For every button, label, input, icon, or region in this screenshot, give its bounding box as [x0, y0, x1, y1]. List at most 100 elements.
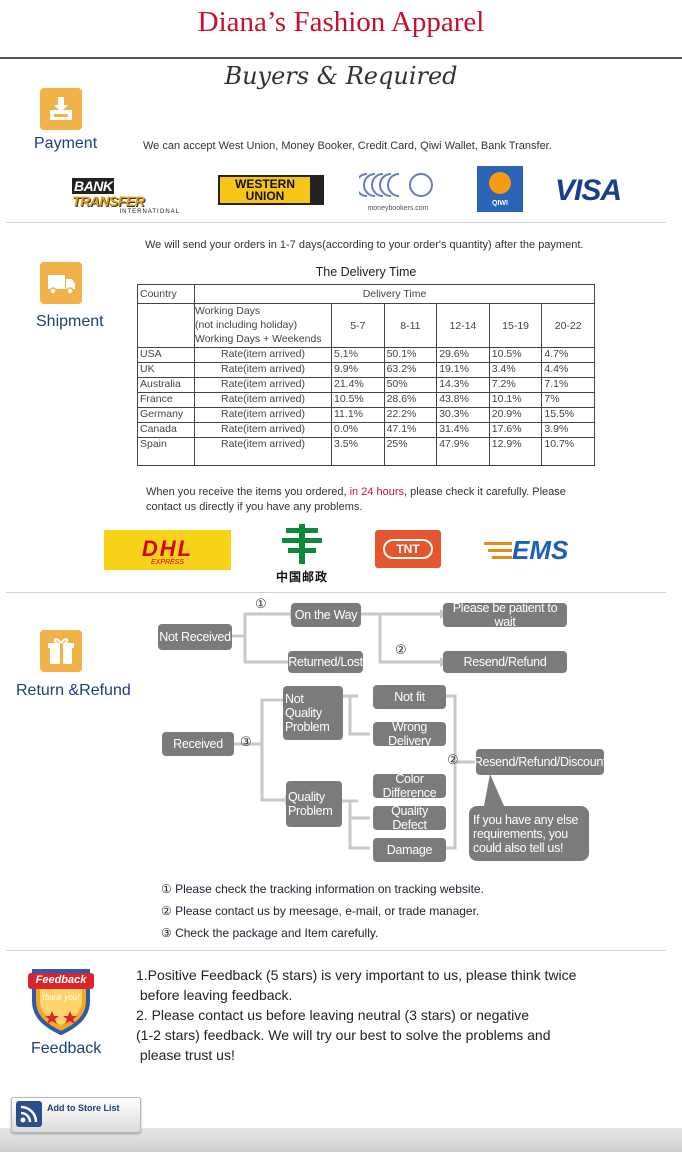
rate-cell: Rate(item arrived)	[194, 407, 332, 423]
note-check-package: ③ Check the package and Item carefully.	[161, 926, 379, 940]
shipment-text: We will send your orders in 1-7 days(acc…	[145, 239, 584, 251]
rate-value-cell: 7.2%	[488, 377, 543, 393]
rate-value-cell: 4.7%	[541, 347, 595, 363]
rate-value-cell: 12.9%	[488, 437, 543, 466]
payment-text: We can accept West Union, Money Booker, …	[143, 140, 552, 152]
rate-cell: Rate(item arrived)	[194, 392, 332, 408]
add-to-store-list-button[interactable]: Add to Store List	[11, 1097, 141, 1133]
rate-cell: Rate(item arrived)	[194, 347, 332, 363]
gift-box-icon	[40, 630, 82, 672]
country-cell: USA	[137, 347, 195, 363]
rate-value-cell: 31.4%	[436, 422, 490, 438]
speech-bubble-tail	[484, 774, 504, 806]
rate-value-cell: 11.1%	[331, 407, 385, 423]
header-divider	[0, 57, 682, 59]
step-2-marker: ②	[395, 642, 407, 657]
country-cell: Canada	[137, 422, 195, 438]
range-cell: 20-22	[541, 303, 595, 348]
rate-value-cell: 10.5%	[488, 347, 543, 363]
dhl-logo: DHL EXPRESS	[104, 530, 231, 570]
china-post-logo: 中国邮政	[264, 522, 340, 588]
rate-value-cell: 28.6%	[383, 392, 438, 408]
range-cell: 5-7	[331, 303, 385, 348]
rate-value-cell: 21.4%	[331, 377, 385, 393]
rate-value-cell: 3.9%	[541, 422, 595, 438]
col-delivery-time: Delivery Time	[194, 284, 595, 304]
step-1-marker: ①	[255, 596, 267, 611]
rate-value-cell: 3.4%	[488, 362, 543, 378]
rate-value-cell: 25%	[383, 437, 438, 466]
tnt-logo: TNT	[375, 530, 441, 568]
note-tracking: ① Please check the tracking information …	[161, 882, 484, 896]
rss-icon	[16, 1101, 42, 1127]
rate-cell: Rate(item arrived)	[194, 362, 332, 378]
else-requirements-bubble: If you have any else requirements, you c…	[469, 806, 589, 861]
resend-refund-box: Resend/Refund	[443, 651, 567, 673]
range-cell: 12-14	[436, 303, 490, 348]
refund-divider	[6, 950, 666, 951]
working-days-cell: Working Days(not including holiday)Worki…	[194, 303, 332, 348]
payment-divider	[6, 222, 666, 223]
delivery-table-title: The Delivery Time	[315, 265, 417, 279]
delivery-table: Country Delivery Time Working Days(not i…	[137, 284, 595, 466]
qiwi-logo: QIWI	[477, 166, 523, 212]
not-fit-box: Not fit	[373, 685, 446, 709]
quality-problem-box: Quality Problem	[286, 781, 342, 827]
rate-value-cell: 5.1%	[331, 347, 385, 363]
resend-refund-discount-box: Resend/Refund/Discount	[474, 749, 606, 775]
wrong-delivery-box: Wrong Delivery	[373, 720, 446, 748]
rate-value-cell: 7%	[541, 392, 595, 408]
not-received-box: Not Received	[158, 624, 232, 650]
rate-value-cell: 30.3%	[436, 407, 490, 423]
rate-value-cell: 50%	[383, 377, 438, 393]
step-3-marker: ③	[240, 734, 252, 749]
not-quality-problem-box: Not Quality Problem	[283, 686, 343, 740]
received-box: Received	[162, 732, 234, 756]
rate-value-cell: 10.7%	[541, 437, 595, 466]
be-patient-box: Please be patient to wait	[443, 601, 567, 629]
rate-value-cell: 10.1%	[488, 392, 543, 408]
feedback-badge-icon: Feedback thank you!	[26, 963, 96, 1035]
rate-value-cell: 47.9%	[436, 437, 490, 466]
col-country: Country	[137, 284, 195, 304]
damage-box: Damage	[373, 838, 446, 862]
country-cell: Germany	[137, 407, 195, 423]
rate-value-cell: 10.5%	[331, 392, 385, 408]
rate-value-cell: 15.5%	[541, 407, 595, 423]
rate-value-cell: 43.8%	[436, 392, 490, 408]
store-title: Diana’s Fashion Apparel	[197, 6, 485, 38]
rate-value-cell: 17.6%	[488, 422, 543, 438]
store-list-label: Add to Store List	[47, 1103, 120, 1113]
rate-value-cell: 29.6%	[436, 347, 490, 363]
quality-defect-box: Quality Defect	[373, 804, 446, 832]
on-the-way-box: On the Way	[291, 603, 361, 627]
ems-logo: EMS	[484, 535, 574, 567]
payment-label: Payment	[34, 135, 98, 152]
rate-value-cell: 3.5%	[331, 437, 385, 466]
step-2-marker: ②	[447, 752, 459, 767]
rate-value-cell: 19.1%	[436, 362, 490, 378]
download-box-icon	[40, 88, 82, 130]
country-cell: France	[137, 392, 195, 408]
rate-cell: Rate(item arrived)	[194, 377, 332, 393]
truck-icon	[40, 262, 82, 304]
rate-value-cell: 4.4%	[541, 362, 595, 378]
check-items-text: When you receive the items you ordered, …	[146, 486, 566, 513]
note-contact: ② Please contact us by meesage, e-mail, …	[161, 904, 480, 918]
rate-value-cell: 22.2%	[383, 407, 438, 423]
feedback-label: Feedback	[31, 1040, 102, 1057]
rate-value-cell: 47.1%	[383, 422, 438, 438]
section-subtitle: Buyers & Required	[224, 62, 458, 90]
bank-transfer-logo: BANK TRANSFER INTERNATIONAL	[72, 178, 180, 215]
rate-cell: Rate(item arrived)	[194, 437, 332, 466]
rate-value-cell: 50.1%	[383, 347, 438, 363]
rate-value-cell: 7.1%	[541, 377, 595, 393]
